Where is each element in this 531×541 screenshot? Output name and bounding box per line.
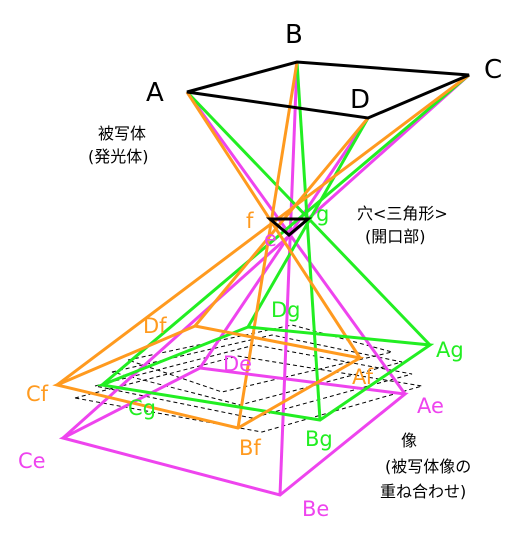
dashed-outline-2 [111, 334, 403, 406]
dashed-outline-1 [126, 324, 393, 393]
label-Cf: Cf [26, 382, 49, 406]
label-Ag: Ag [436, 338, 464, 362]
ray-f-D [193, 117, 370, 327]
label-C: C [484, 55, 502, 85]
image-note-line2: (被写体像の [385, 457, 471, 476]
aperture-triangle [265, 217, 313, 237]
dashed-outline-4 [74, 355, 423, 433]
label-D: D [350, 85, 370, 115]
label-Bg: Bg [305, 427, 333, 451]
rays-f [56, 61, 470, 429]
aperture-note-line2: (開口部) [365, 227, 426, 246]
image-e-outline [58, 366, 409, 497]
subject-note-line1: 被写体 [98, 124, 146, 143]
image-note-line1: 像 [401, 431, 417, 450]
ray-g-D [246, 117, 370, 328]
aperture-note-line1: 穴<三角形> [357, 204, 448, 223]
label-e: e [264, 227, 277, 251]
image-f-outline [52, 324, 365, 430]
ray-f-B [236, 61, 299, 429]
dashed-image-outlines [74, 324, 423, 433]
ray-e-B [278, 61, 299, 496]
label-Af: Af [352, 365, 374, 389]
ray-f-C [56, 73, 470, 387]
object-outline [186, 60, 470, 120]
image-note-line3: 重ね合わせ) [380, 482, 466, 501]
label-B: B [285, 20, 303, 50]
label-Ce: Ce [18, 449, 46, 473]
label-g: g [316, 202, 329, 226]
label-Be: Be [302, 497, 329, 521]
label-A: A [146, 78, 164, 108]
label-Df: Df [143, 314, 167, 338]
ray-g-C [101, 73, 470, 387]
label-f: f [246, 209, 254, 233]
label-Cg: Cg [128, 396, 156, 420]
label-Ae: Ae [417, 394, 444, 418]
label-De: De [223, 352, 252, 376]
dashed-outline-3 [94, 344, 413, 419]
ray-g-B [295, 61, 322, 421]
label-Dg: Dg [271, 298, 301, 322]
label-Bf: Bf [239, 436, 261, 460]
image-g-outline [96, 325, 435, 422]
ray-f-A [185, 91, 362, 359]
subject-note-line2: (発光体) [88, 147, 149, 166]
